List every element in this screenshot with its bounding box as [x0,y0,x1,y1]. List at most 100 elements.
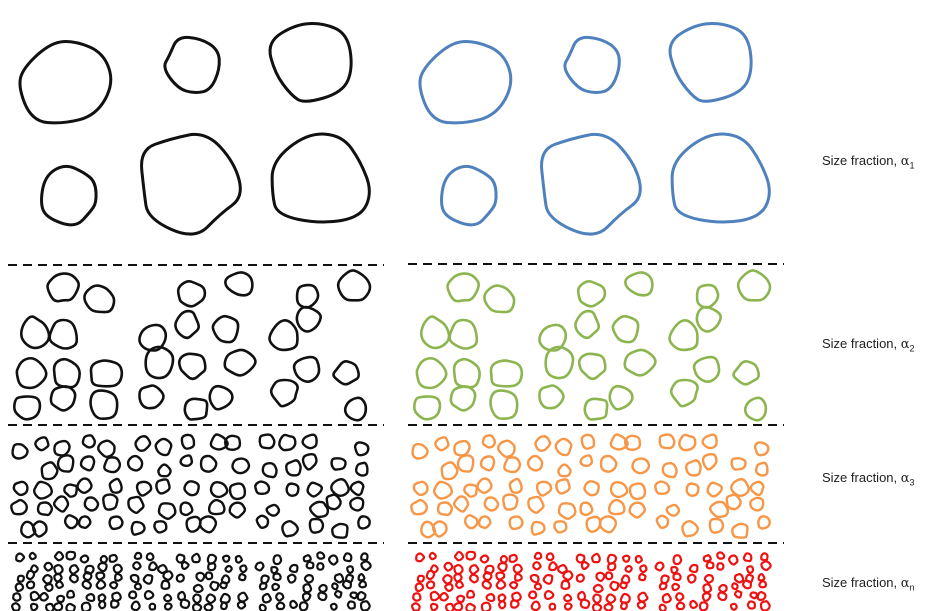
black-particle-row1 [272,134,369,222]
colored-particle-row4 [562,581,570,589]
colored-particle-row3 [756,463,767,476]
black-particle-row4 [56,582,63,588]
black-particle-row4 [45,584,52,591]
black-particle-row3 [13,444,28,458]
colored-particle-row4 [638,602,645,609]
colored-particle-row4 [427,581,434,588]
colored-particle-row4 [605,604,613,610]
black-particle-row4 [305,575,313,582]
colored-particle-row2 [575,311,598,338]
black-particle-row3 [303,454,316,469]
black-particle-row4 [54,603,62,610]
black-particle-row4 [87,594,95,601]
colored-particle-row4 [761,553,767,560]
black-particle-row1 [270,24,351,102]
colored-particle-row2 [448,274,479,302]
colored-particle-row4 [704,555,711,561]
black-particle-row3 [35,437,48,450]
black-particle-row2 [139,385,163,408]
black-particle-row2 [146,347,173,378]
colored-particle-row3 [601,456,616,472]
colored-particle-row4 [735,574,743,582]
colored-particle-row4 [431,592,439,600]
colored-particle-row3 [411,500,427,514]
colored-particle-row1 [670,24,751,102]
colored-particle-row2 [613,316,638,342]
colored-particle-row4 [496,573,504,580]
black-particle-row3 [351,482,364,495]
colored-particle-row3 [732,524,747,538]
black-particle-row4 [192,554,200,562]
colored-particle-row4 [707,562,714,568]
colored-particle-row4 [606,572,612,579]
black-particle-row4 [240,565,246,572]
black-particle-row4 [332,583,337,589]
colored-particle-row3 [528,497,543,513]
colored-particle-row3 [414,482,428,495]
colored-particle-row3 [532,522,545,535]
colored-particle-row3 [477,479,491,493]
black-particle-row4 [162,581,170,589]
black-particle-row3 [79,516,90,527]
black-particle-row4 [290,565,298,572]
black-particle-row3 [182,435,194,449]
colored-particle-row4 [608,563,615,570]
black-particle-row4 [317,563,323,570]
colored-particle-row3 [435,437,448,450]
black-particle-row4 [114,565,122,573]
black-particle-row4 [145,591,153,599]
colored-particle-row4 [547,553,554,560]
colored-particle-row4 [748,602,755,609]
black-particle-row3 [332,458,346,469]
colored-particle-row4 [594,585,603,592]
colored-particle-row3 [464,485,476,497]
colored-particle-row4 [671,567,677,573]
black-particle-row3 [137,482,151,496]
black-particle-row4 [238,602,245,609]
colored-particle-row3 [485,497,498,510]
colored-particle-row3 [510,517,523,529]
black-particle-row4 [303,584,311,592]
colored-particle-row3 [655,482,669,494]
colored-particle-row4 [456,582,463,588]
colored-particle-row3 [687,484,699,496]
black-particle-row4 [274,555,282,564]
black-particle-row2 [91,391,118,419]
black-particle-row4 [45,563,53,571]
colored-particle-row4 [719,585,726,592]
colored-particle-row4 [660,605,666,611]
colored-particle-row3 [556,479,569,493]
black-particle-row3 [81,456,94,470]
colored-particle-row2 [454,359,480,387]
colored-particle-row4 [529,591,536,598]
black-particle-row2 [225,350,256,375]
black-particle-row4 [276,593,283,600]
colored-particle-row4 [731,604,737,610]
black-particle-row2 [175,311,198,338]
black-particle-row3 [310,519,323,533]
black-particle-row4 [43,575,51,583]
colored-particle-row4 [418,576,424,582]
colored-particle-row3 [611,482,627,497]
black-particle-row4 [256,563,264,571]
black-particle-row4 [263,594,271,602]
colored-particle-row4 [607,594,616,603]
black-particle-row3 [83,435,95,447]
colored-particle-row2 [697,307,721,331]
colored-particle-row2 [450,320,477,349]
size-fraction-label-n: Size fraction, αn [822,575,915,593]
black-particle-row2 [297,307,321,331]
colored-particle-row3 [755,442,768,455]
colored-particle-row3 [657,516,668,528]
colored-particle-row4 [625,566,631,572]
colored-particle-row4 [445,563,453,571]
black-particle-row4 [129,591,136,598]
colored-particle-row4 [467,591,474,598]
colored-particle-row4 [514,565,522,573]
colored-particle-row2 [539,385,563,408]
black-particle-row4 [30,553,36,559]
black-particle-row2 [48,274,79,302]
colored-particle-row4 [610,582,618,590]
colored-particle-row4 [672,584,679,590]
colored-particle-row4 [487,594,495,601]
